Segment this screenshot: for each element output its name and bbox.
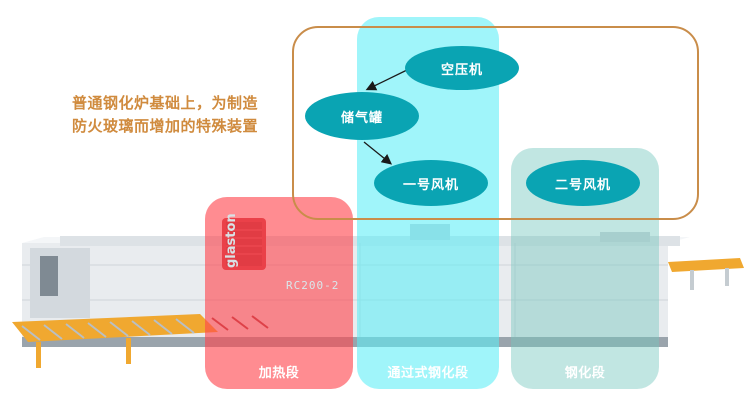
- fan-2-node: 二号风机: [526, 160, 640, 206]
- tempering-zone-label: 钢化段: [564, 366, 606, 381]
- description-line-2: 防火玻璃而增加的特殊装置: [72, 117, 259, 135]
- fan-1-label: 一号风机: [402, 177, 459, 193]
- fan-1-node: 一号风机: [374, 160, 488, 206]
- description-line-1: 普通钢化炉基础上，为制造: [72, 94, 259, 112]
- air-compressor-label: 空压机: [440, 62, 483, 78]
- air-tank-label: 储气罐: [340, 110, 383, 126]
- passthrough-zone-label: 通过式钢化段: [387, 366, 469, 381]
- heating-zone-label: 加热段: [258, 366, 300, 381]
- description-text: 普通钢化炉基础上，为制造 防火玻璃而增加的特殊装置: [72, 92, 287, 138]
- fan-2-label: 二号风机: [554, 177, 611, 193]
- air-compressor-node: 空压机: [405, 46, 519, 90]
- machine-brand: glaston: [224, 213, 239, 268]
- air-tank-node: 储气罐: [305, 92, 419, 140]
- special-equipment-frame: [292, 26, 699, 220]
- machine-model: RC200-2: [286, 279, 340, 292]
- heating-zone-highlight: [205, 197, 353, 389]
